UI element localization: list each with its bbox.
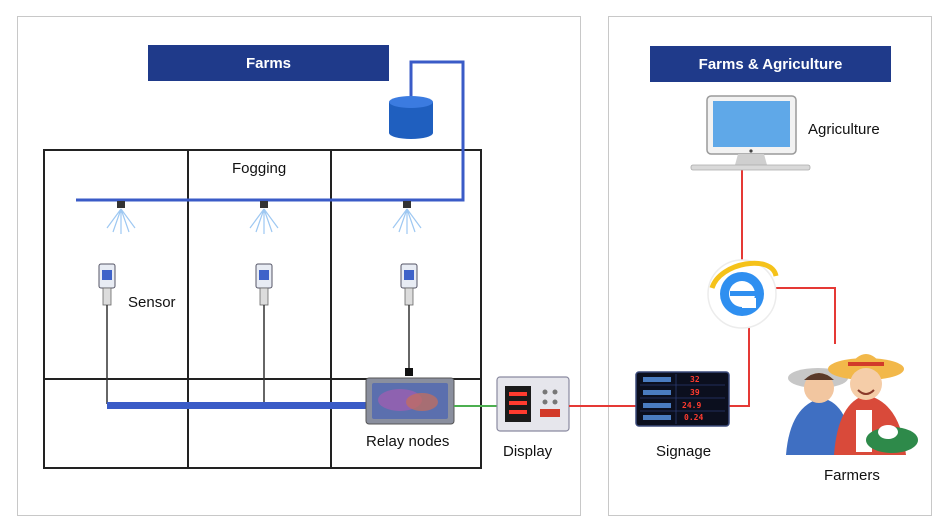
monitor-icon xyxy=(690,95,811,171)
sensor-icon xyxy=(255,263,273,306)
spray-nozzle-icon xyxy=(106,201,136,234)
spray-nozzle-icon xyxy=(392,201,422,234)
label-agriculture: Agriculture xyxy=(808,121,880,138)
water-tank-icon xyxy=(389,96,433,139)
farmers-icon xyxy=(786,354,918,455)
signage-value-4: 0.24 xyxy=(684,413,704,422)
network-links xyxy=(569,168,836,407)
sensor-icon xyxy=(400,263,418,306)
sensor-bus xyxy=(107,402,369,409)
signage-value-3: 24.9 xyxy=(682,401,702,410)
label-signage: Signage xyxy=(656,443,712,460)
spray-nozzle-icon xyxy=(249,201,279,234)
browser-e-icon xyxy=(707,259,779,329)
sensor-icon xyxy=(98,263,116,306)
sensor-cables xyxy=(106,305,410,404)
signage-board-icon xyxy=(635,371,730,427)
cable-connector xyxy=(405,368,413,376)
farms-banner: Farms xyxy=(148,45,389,81)
label-farmers: Farmers xyxy=(824,467,880,484)
farm-grid xyxy=(43,149,482,469)
label-sensor: Sensor xyxy=(128,294,176,311)
display-device-icon xyxy=(496,376,570,432)
signage-value-2: 39 xyxy=(690,388,700,397)
relay-box-icon xyxy=(365,377,455,425)
agriculture-banner: Farms & Agriculture xyxy=(650,46,891,82)
signage-value-1: 32 xyxy=(690,375,700,384)
label-fogging: Fogging xyxy=(232,160,287,177)
water-pipe xyxy=(76,60,465,202)
label-display: Display xyxy=(503,443,553,460)
label-relay-nodes: Relay nodes xyxy=(366,433,450,450)
